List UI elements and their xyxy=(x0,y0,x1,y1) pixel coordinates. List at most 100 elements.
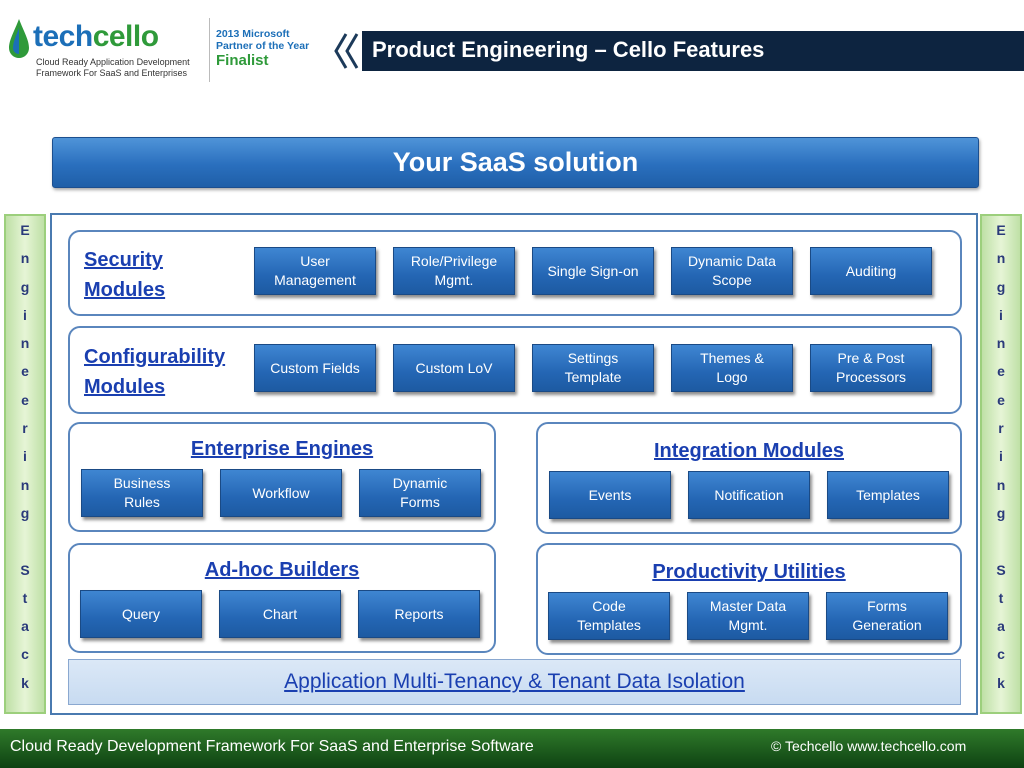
btn-line2: Template xyxy=(564,369,622,385)
stack-letter: r xyxy=(998,420,1004,437)
stack-letter: a xyxy=(997,618,1005,635)
brand-tagline: Cloud Ready Application Development Fram… xyxy=(36,57,190,78)
header-bar xyxy=(362,31,1024,71)
enterprise-engines-title[interactable]: Enterprise Engines xyxy=(190,438,374,460)
btn-line1: Settings xyxy=(567,350,619,366)
brand-logo: techcello xyxy=(33,20,159,54)
stack-letter: c xyxy=(997,646,1005,663)
workflow-button[interactable]: Workflow xyxy=(220,469,342,517)
btn-line2: Templates xyxy=(577,617,641,633)
stack-letter: i xyxy=(23,448,27,465)
btn-line2: Management xyxy=(274,272,356,288)
footer-bar xyxy=(0,729,1024,768)
btn-line1: Business xyxy=(113,475,171,491)
stack-letter: e xyxy=(21,363,29,380)
btn-line1: Query xyxy=(121,605,161,622)
stack-letter: c xyxy=(21,646,29,663)
stack-letter: r xyxy=(22,420,28,437)
stack-letter: S xyxy=(996,561,1006,578)
stack-letter: n xyxy=(20,476,30,493)
integration-modules-title[interactable]: Integration Modules xyxy=(654,440,844,462)
footer-copyright: © Techcello www.techcello.com xyxy=(771,738,967,754)
stack-letter: a xyxy=(21,618,29,635)
btn-line1: Chart xyxy=(262,605,298,622)
stack-letter: E xyxy=(20,222,30,238)
productivity-utilities-title[interactable]: Productivity Utilities xyxy=(652,561,846,583)
btn-line1: Custom Fields xyxy=(270,359,360,376)
stack-letter: g xyxy=(20,278,30,295)
custom-lov-button[interactable]: Custom LoV xyxy=(393,344,515,392)
single-sign-on-button[interactable]: Single Sign-on xyxy=(532,247,654,295)
templates-button[interactable]: Templates xyxy=(827,471,949,519)
btn-line2: Logo xyxy=(716,369,748,385)
stack-letter: e xyxy=(997,363,1005,380)
events-button[interactable]: Events xyxy=(549,471,671,519)
btn-line1: Code xyxy=(592,598,626,614)
award-finalist: Finalist xyxy=(216,52,269,69)
btn-line1: Single Sign-on xyxy=(547,262,639,279)
btn-line2: Forms xyxy=(400,494,440,510)
btn-line1: Pre & Post xyxy=(837,350,905,366)
adhoc-builders-title[interactable]: Ad-hoc Builders xyxy=(204,559,360,581)
security-label-line2: Modules xyxy=(84,279,166,301)
header-divider xyxy=(209,18,210,82)
btn-line1: Custom LoV xyxy=(415,359,493,376)
stack-letter: n xyxy=(20,250,30,267)
security-label-line1: Security xyxy=(84,249,163,271)
stack-letter: i xyxy=(23,306,27,323)
btn-line1: Dynamic xyxy=(392,475,448,491)
themes-logo-button[interactable]: Themes & Logo xyxy=(671,344,793,392)
stack-letter: g xyxy=(996,504,1006,521)
security-modules-label[interactable]: Security Modules xyxy=(84,245,165,305)
reports-button[interactable]: Reports xyxy=(358,590,480,638)
notification-button[interactable]: Notification xyxy=(688,471,810,519)
btn-line2: Mgmt. xyxy=(728,617,768,633)
stack-letter: i xyxy=(999,448,1003,465)
saas-banner: Your SaaS solution xyxy=(52,137,979,188)
award-badge: 2013 Microsoft Partner of the Year Final… xyxy=(216,28,309,69)
btn-line2: Processors xyxy=(835,369,907,385)
btn-line1: Master Data xyxy=(709,598,787,614)
query-button[interactable]: Query xyxy=(80,590,202,638)
stack-letter xyxy=(6,527,44,555)
chart-button[interactable]: Chart xyxy=(219,590,341,638)
stack-letter: i xyxy=(999,306,1003,323)
btn-line1: Templates xyxy=(856,486,920,503)
stack-letter: n xyxy=(996,476,1006,493)
stack-letter xyxy=(982,527,1020,555)
stack-letter: g xyxy=(20,504,30,521)
stack-letter: e xyxy=(997,391,1005,408)
water-drop-icon xyxy=(9,19,29,58)
btn-line2: Generation xyxy=(852,617,922,633)
auditing-button[interactable]: Auditing xyxy=(810,247,932,295)
btn-line1: Auditing xyxy=(845,262,897,279)
custom-fields-button[interactable]: Custom Fields xyxy=(254,344,376,392)
btn-line1: User xyxy=(300,253,330,269)
stack-letter: n xyxy=(20,335,30,352)
multi-tenancy-link[interactable]: Application Multi-Tenancy & Tenant Data … xyxy=(68,659,961,705)
configurability-modules-label[interactable]: Configurability Modules xyxy=(84,342,225,402)
stack-letter: k xyxy=(997,674,1005,691)
btn-line2: Mgmt. xyxy=(434,272,474,288)
page-title: Product Engineering – Cello Features xyxy=(372,37,765,62)
configurability-label-line2: Modules xyxy=(84,376,166,398)
stack-letter: t xyxy=(998,589,1004,606)
stack-letter: n xyxy=(996,335,1006,352)
btn-line1: Themes & xyxy=(700,350,764,366)
stack-letter: n xyxy=(996,250,1006,267)
btn-line1: Dynamic Data xyxy=(688,253,776,269)
stack-letter: e xyxy=(21,391,29,408)
footer-tagline: Cloud Ready Development Framework For Sa… xyxy=(10,738,534,755)
